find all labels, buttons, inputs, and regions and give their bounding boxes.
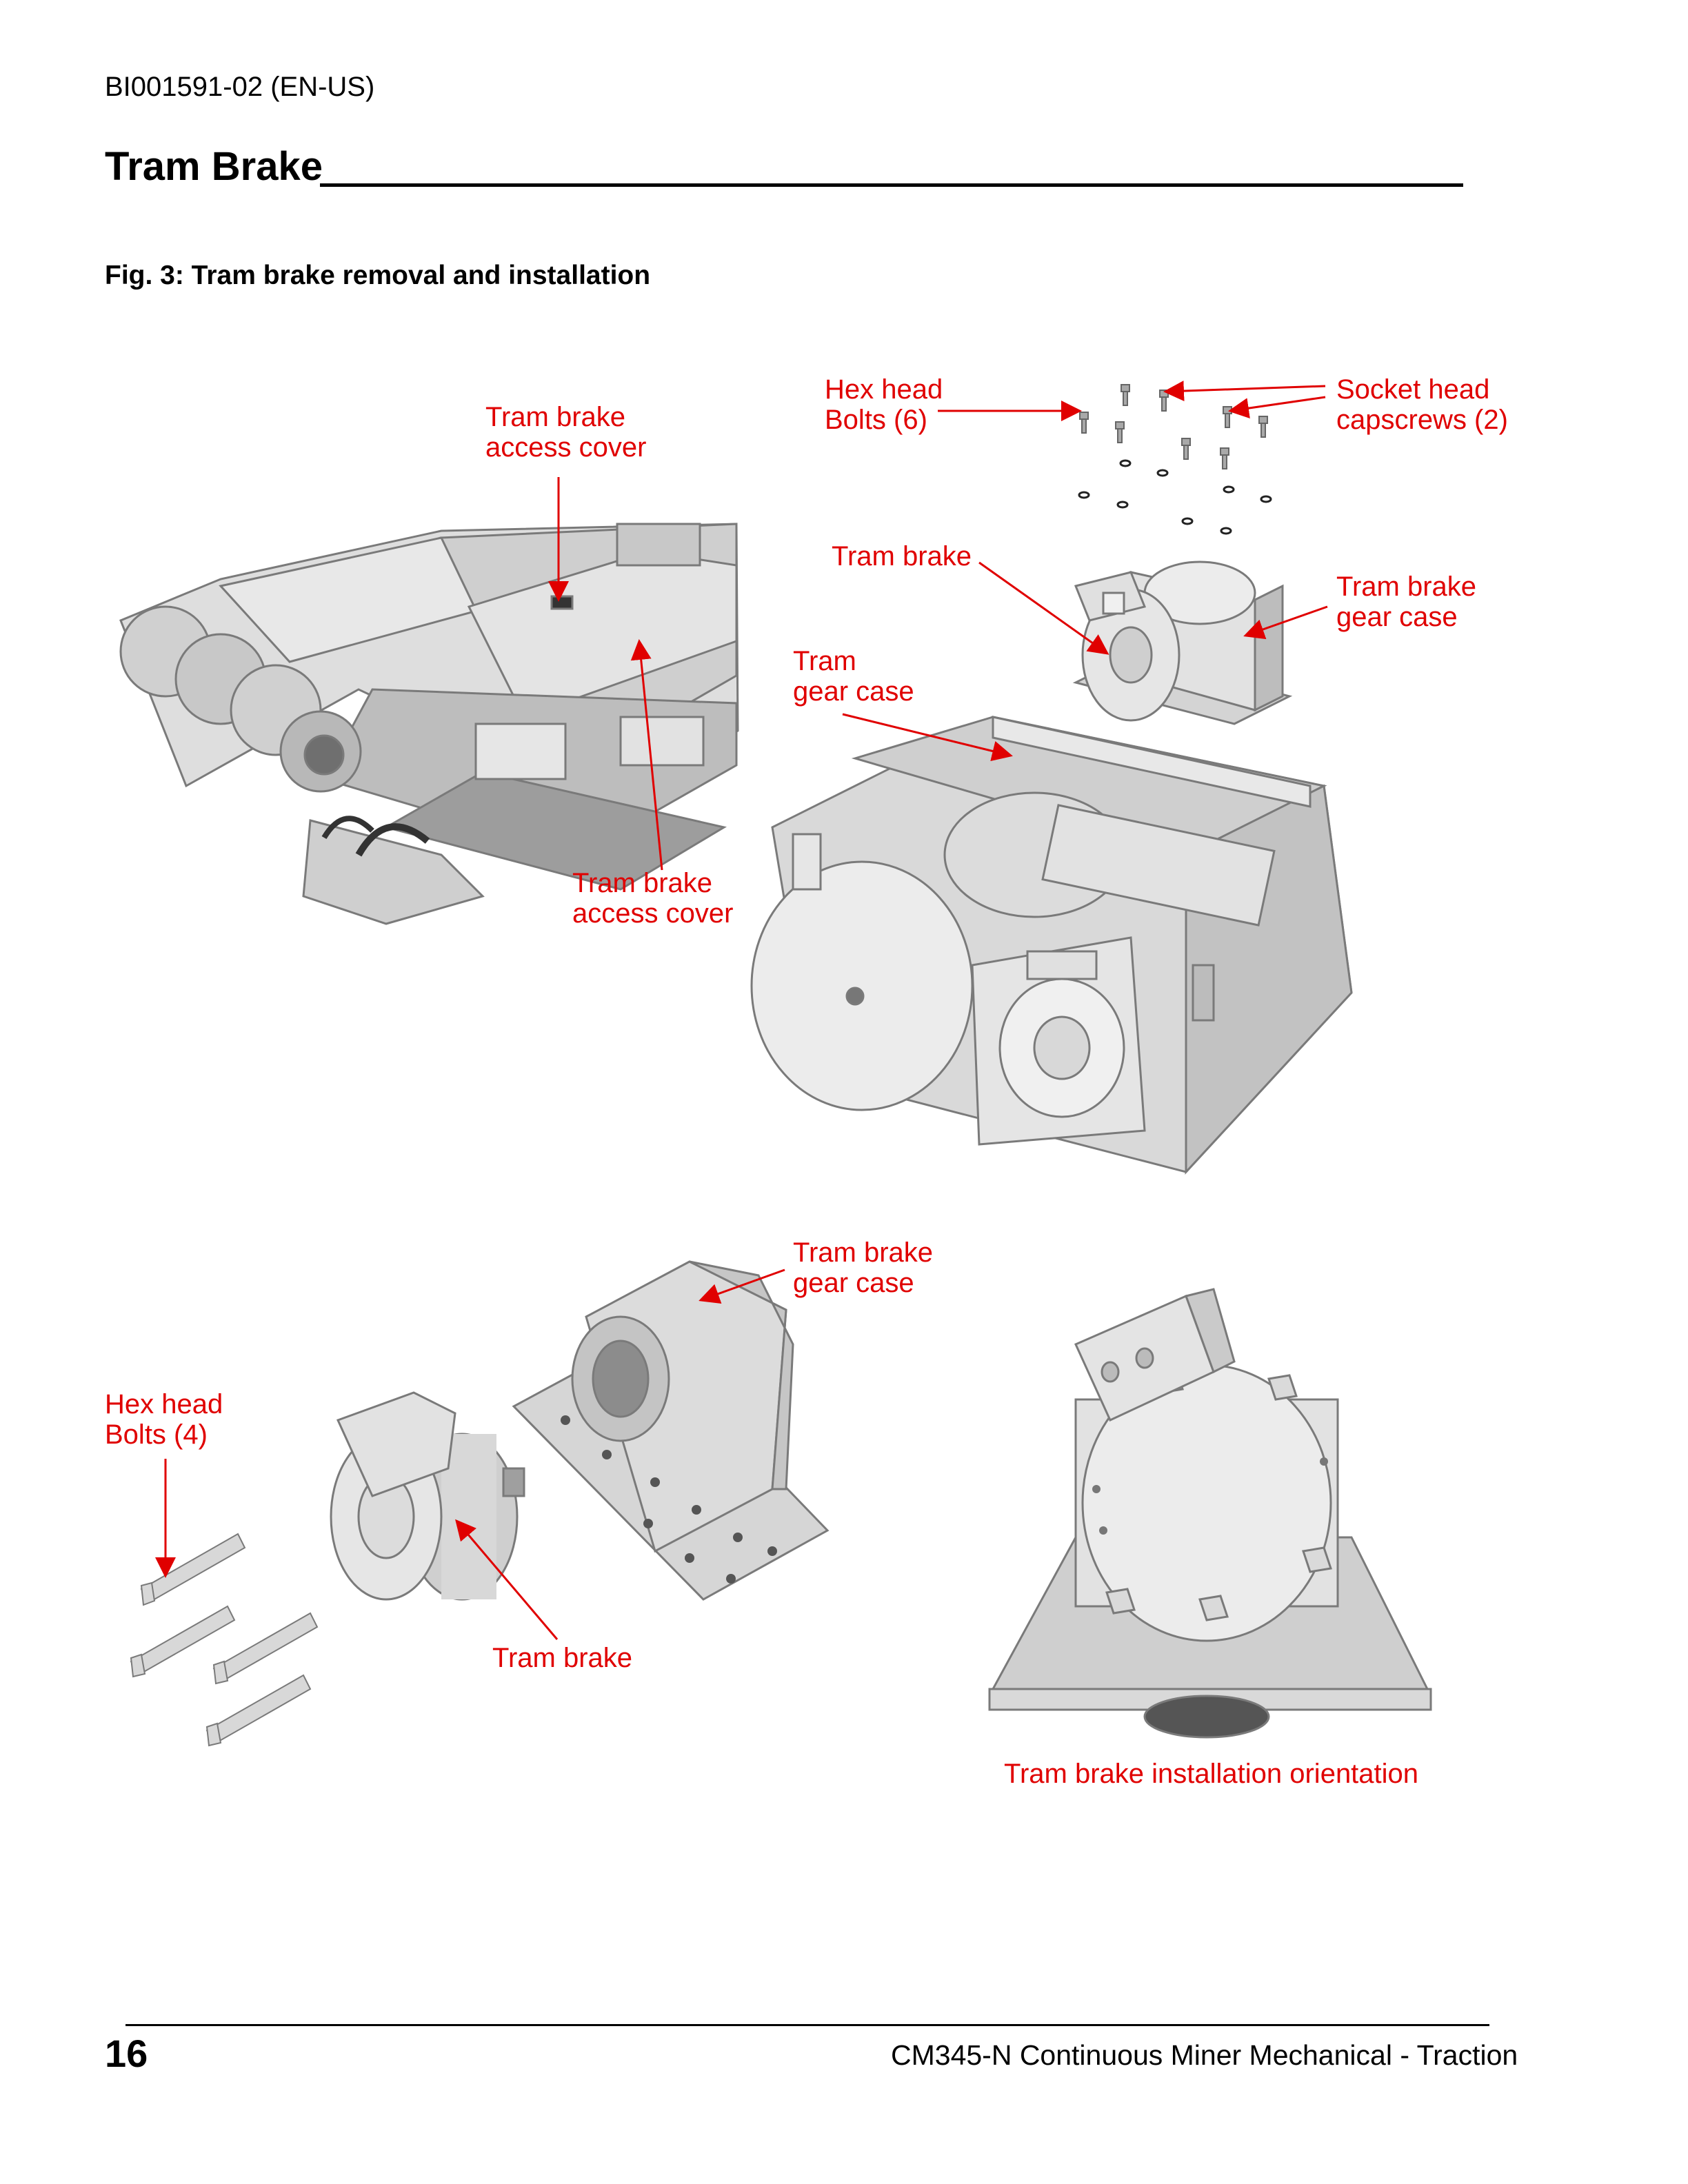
tram-brake-assembly-top: [1072, 560, 1293, 725]
hex-bolt-small: [1115, 421, 1125, 443]
callout-access-cover-bottom: Tram brake: [572, 868, 712, 898]
tram-brake-gear-case-exploded: [512, 1260, 830, 1601]
continuous-miner-illustration: [119, 523, 739, 925]
callout-hex-bolts-4-line2: Bolts (4): [105, 1419, 208, 1450]
callout-hex-bolts-4: Hex head: [105, 1389, 223, 1419]
hex-bolt-small: [1121, 384, 1130, 406]
socket-capscrew: [1258, 416, 1268, 438]
hex-bolt-small: [1159, 390, 1169, 412]
callout-tram-brake-gear-case-bottom-line2: gear case: [793, 1268, 914, 1298]
fasteners-group: [1078, 384, 1272, 535]
callout-socket-capscrews-line2: capscrews (2): [1336, 405, 1508, 435]
callout-installation-orientation: Tram brake installation orientation: [1004, 1759, 1418, 1789]
callout-access-cover-top-line2: access cover: [485, 432, 646, 463]
callout-access-cover-top: Tram brake: [485, 402, 625, 432]
callout-labels: Tram brake access cover Tram brake acces…: [105, 374, 1508, 1789]
hex-bolt-small: [1181, 438, 1191, 460]
callout-access-cover-bottom-line2: access cover: [572, 898, 733, 929]
long-hex-bolt: [140, 1533, 246, 1606]
hex-bolt-small: [1079, 412, 1089, 434]
callout-arrows: [155, 381, 1328, 1640]
washers: [1078, 459, 1272, 535]
page-number: 16: [105, 2032, 148, 2075]
title-underline: [320, 183, 1463, 187]
callout-tram-brake-gear-case-bottom: Tram brake: [793, 1237, 933, 1268]
callout-tram-gear-case: Tram: [793, 646, 856, 676]
page-title: Tram Brake: [105, 144, 323, 189]
figure-caption: Fig. 3: Tram brake removal and installat…: [105, 261, 651, 290]
callout-hex-bolts-6-line2: Bolts (6): [825, 405, 927, 435]
tram-brake-exploded: [330, 1391, 525, 1601]
footer-rule: [125, 2024, 1489, 2026]
callout-hex-bolts-6: Hex head: [825, 374, 943, 405]
long-hex-bolt: [130, 1605, 236, 1678]
long-hex-bolt: [212, 1612, 319, 1685]
long-hex-bolt: [205, 1674, 312, 1747]
callout-socket-capscrews: Socket head: [1336, 374, 1489, 405]
document-id: BI001591-02 (EN-US): [105, 72, 375, 102]
tram-gear-case: [750, 716, 1353, 1175]
section-title-row: Tram Brake: [105, 143, 1463, 192]
callout-tram-brake-gear-case-top-line2: gear case: [1336, 602, 1458, 632]
hex-bolt-small: [1220, 447, 1229, 469]
callout-tram-brake-top: Tram brake: [832, 541, 972, 572]
callout-tram-brake-gear-case-top: Tram brake: [1336, 572, 1476, 602]
installation-orientation-illustration: [988, 1288, 1432, 1739]
footer-manual-title: CM345-N Continuous Miner Mechanical - Tr…: [891, 2039, 1518, 2071]
callout-tram-gear-case-line2: gear case: [793, 676, 914, 707]
long-hex-bolts-group: [130, 1533, 319, 1747]
callout-tram-brake-bottom: Tram brake: [492, 1643, 632, 1673]
